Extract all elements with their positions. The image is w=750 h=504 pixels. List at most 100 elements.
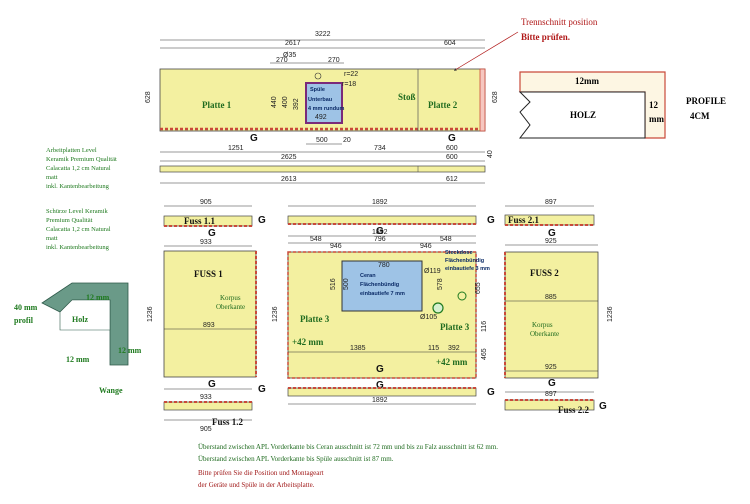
dim-1251: 1251 [228,145,244,152]
sink-cutout [305,82,343,124]
korpus-label: Korpus [220,294,241,302]
fuss2-dim-1236: 1236 [607,306,614,322]
steckdose-einbau: einbautiefe 3 mm [445,266,490,272]
g-marker: G [376,226,384,237]
svg-text:inkl. Kantenbearbeitung: inkl. Kantenbearbeitung [46,183,110,190]
g-marker: G [548,378,556,389]
fuss-2-1-strip [504,214,595,226]
platte-2-label: Platte 2 [428,100,458,110]
fuss1-dim-933-bot: 933 [200,394,212,401]
dim-440: 440 [271,96,278,108]
mid-dim-796: 796 [374,236,386,243]
svg-text:Premium Qualität: Premium Qualität [46,217,93,224]
note-line-4: der Geräte und Spüle in der Arbeitsplatt… [198,481,315,489]
g-marker: G [208,379,216,390]
dim-628-left: 628 [145,91,152,103]
mid-dim-946a: 946 [330,243,342,250]
wange-holz-shape [59,299,111,331]
note-line-2: Überstand zwischen APL Vorderkante bis S… [198,455,394,463]
fuss1-dim-905-bot: 905 [200,426,212,433]
profile-12mm: 12mm [575,76,599,86]
notes-schuerze: Schürze Level Keramik Premium Qualität C… [46,208,111,251]
dim-500: 500 [316,137,328,144]
mid-dim-115: 115 [428,345,439,352]
holz-shape [518,91,646,139]
fuss-2-2-label: Fuss 2.2 [558,405,590,415]
dim-2617: 2617 [285,40,301,47]
dim-492: 492 [315,114,327,121]
trennschnitt-text: Trennschnitt position [521,17,598,27]
mid-dim-500: 500 [343,278,350,290]
g-marker: G [258,215,266,226]
dim-600b: 600 [446,154,458,161]
svg-text:matt: matt [46,235,58,242]
dim-2613: 2613 [281,176,297,183]
mid-dim-392: 392 [448,345,460,352]
fuss-1-title: FUSS 1 [194,269,223,279]
steckdose-flach: Flächenbündig [445,258,484,264]
note-line-3: Bitte prüfen Sie die Position und Montag… [198,469,324,477]
mid-dim-548a: 548 [310,236,322,243]
dim-r22: r=22 [344,71,358,78]
dim-734: 734 [374,145,386,152]
dim-604: 604 [444,40,456,47]
fuss-1-panel [163,250,257,378]
svg-text:Schürze Level Keramik: Schürze Level Keramik [46,208,108,215]
g-marker: G [487,215,495,226]
stoss-label: Stoß [398,92,416,102]
profile-4cm: 4CM [690,111,710,121]
g-marker: G [376,380,384,391]
fuss1-dim-893: 893 [203,322,215,329]
mid-dim-465: 465 [481,348,488,360]
dim-400: 400 [282,96,289,108]
mid-dim-548b: 548 [440,236,452,243]
ceran-flach: Flächenbündig [360,282,399,288]
g-marker: G [250,133,258,144]
g-marker: G [208,228,216,239]
notes-arbeitsplatte: Arbeitplatten Level Keramik Premium Qual… [46,147,117,190]
platte-3-label-b: Platte 3 [440,322,470,332]
oberkante-label-2: Oberkante [530,330,559,338]
g-marker: G [376,364,384,375]
dim-392: 392 [293,98,300,110]
mid-dim-655: 655 [475,282,482,294]
fuss1-dim-1236: 1236 [147,306,154,322]
fuss-1-2-strip [163,401,253,411]
mid-dim-116: 116 [481,321,488,332]
ceran-cutout [341,260,423,312]
platte-1-label: Platte 1 [202,100,232,110]
dim-2625: 2625 [281,154,297,161]
wange-holz: Holz [72,315,88,324]
fuss2-dim-885: 885 [545,294,557,301]
dim-40: 40 [487,150,494,158]
profile-mm: mm [649,114,664,124]
g-marker: G [487,387,495,398]
platte-3-strip [287,215,477,225]
spuele-label: Spüle [310,87,325,93]
front-strip [159,165,486,173]
fuss2-dim-897-top: 897 [545,199,557,206]
mid-dim-1892-bot: 1892 [372,397,388,404]
mid-dim-105: Ø105 [420,314,437,321]
wange-12mm-c: 12 mm [118,346,142,355]
platte-3-bottom-strip [287,387,477,397]
bitte-text: Bitte prüfen. [521,32,570,42]
edge-right [479,68,486,132]
tap-hole [314,72,322,80]
platte-3-label-a: Platte 3 [300,314,330,324]
dim-270a: 270 [276,57,288,64]
plus42-b: +42 mm [436,357,468,367]
ceran-einbau: einbautiefe 7 mm [360,291,405,297]
mid-dim-119: Ø119 [424,268,441,275]
svg-text:Keramik Premium Qualität: Keramik Premium Qualität [46,156,117,163]
fuss-2-2-strip [504,399,595,411]
fuss2-dim-925-top: 925 [545,238,557,245]
unterbau-label: Unterbau [308,97,332,103]
socket-cutout-2 [457,291,467,301]
mid-dim-1385: 1385 [350,345,366,352]
wange-label: Wange [99,386,123,395]
mid-dim-1236: 1236 [272,306,279,322]
mid-dim-1892-top: 1892 [372,199,388,206]
plus42-a: +42 mm [292,337,324,347]
dim-600a: 600 [446,145,458,152]
